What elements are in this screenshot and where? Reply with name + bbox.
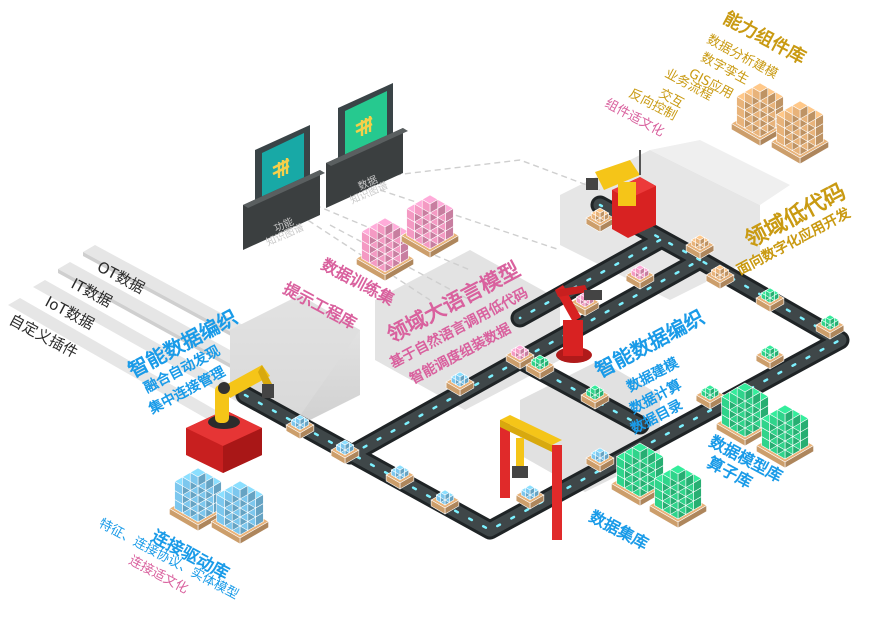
- belt-cargo-7: [505, 344, 535, 370]
- belt-cargo-6: [445, 371, 475, 397]
- belt-cargo-15: [755, 287, 785, 313]
- gantry: [500, 415, 562, 540]
- belt-cargo-18: [585, 207, 615, 233]
- robot-arm-center: [555, 285, 602, 363]
- cardboard-boxes-1: [730, 82, 790, 147]
- belt-cargo-2: [385, 464, 415, 490]
- belt-cargo-3: [430, 489, 460, 515]
- blue-boxes-2: [210, 480, 270, 545]
- dataset-library: 数据集库: [586, 507, 651, 554]
- belt-cargo-13: [755, 344, 785, 370]
- pink-boxes-2: [400, 194, 460, 259]
- belt-cargo-12: [695, 384, 725, 410]
- robot-arm-right: [586, 150, 656, 238]
- robot-arm-left: [186, 365, 274, 473]
- belt-cargo-4: [515, 484, 545, 510]
- belt-cargo-14: [815, 314, 845, 340]
- monitor-2: [326, 83, 408, 208]
- green-boxes-1: [715, 382, 775, 447]
- box-stacks: [168, 82, 830, 545]
- monitor-1: [243, 125, 325, 250]
- belt-cargo-11: [580, 384, 610, 410]
- green-boxes-4: [648, 464, 708, 529]
- green-boxes-3: [610, 442, 670, 507]
- belt-cargo-0: [285, 414, 315, 440]
- pink-boxes-1: [355, 217, 415, 282]
- belt-cargo: [285, 207, 845, 515]
- belt-cargo-9: [625, 264, 655, 290]
- belt-cargo-5: [585, 447, 615, 473]
- cardboard-boxes-2: [770, 100, 830, 165]
- belt-cargo-8: [570, 291, 600, 317]
- belt-cargo-17: [705, 264, 735, 290]
- belt-cargo-16: [685, 234, 715, 260]
- belt-cargo-1: [330, 439, 360, 465]
- blue-boxes-1: [168, 467, 228, 532]
- green-boxes-2: [755, 404, 815, 469]
- dataset-library-label: 数据集库: [586, 507, 651, 554]
- source-rods: [8, 245, 280, 431]
- belt-cargo-10: [525, 354, 555, 380]
